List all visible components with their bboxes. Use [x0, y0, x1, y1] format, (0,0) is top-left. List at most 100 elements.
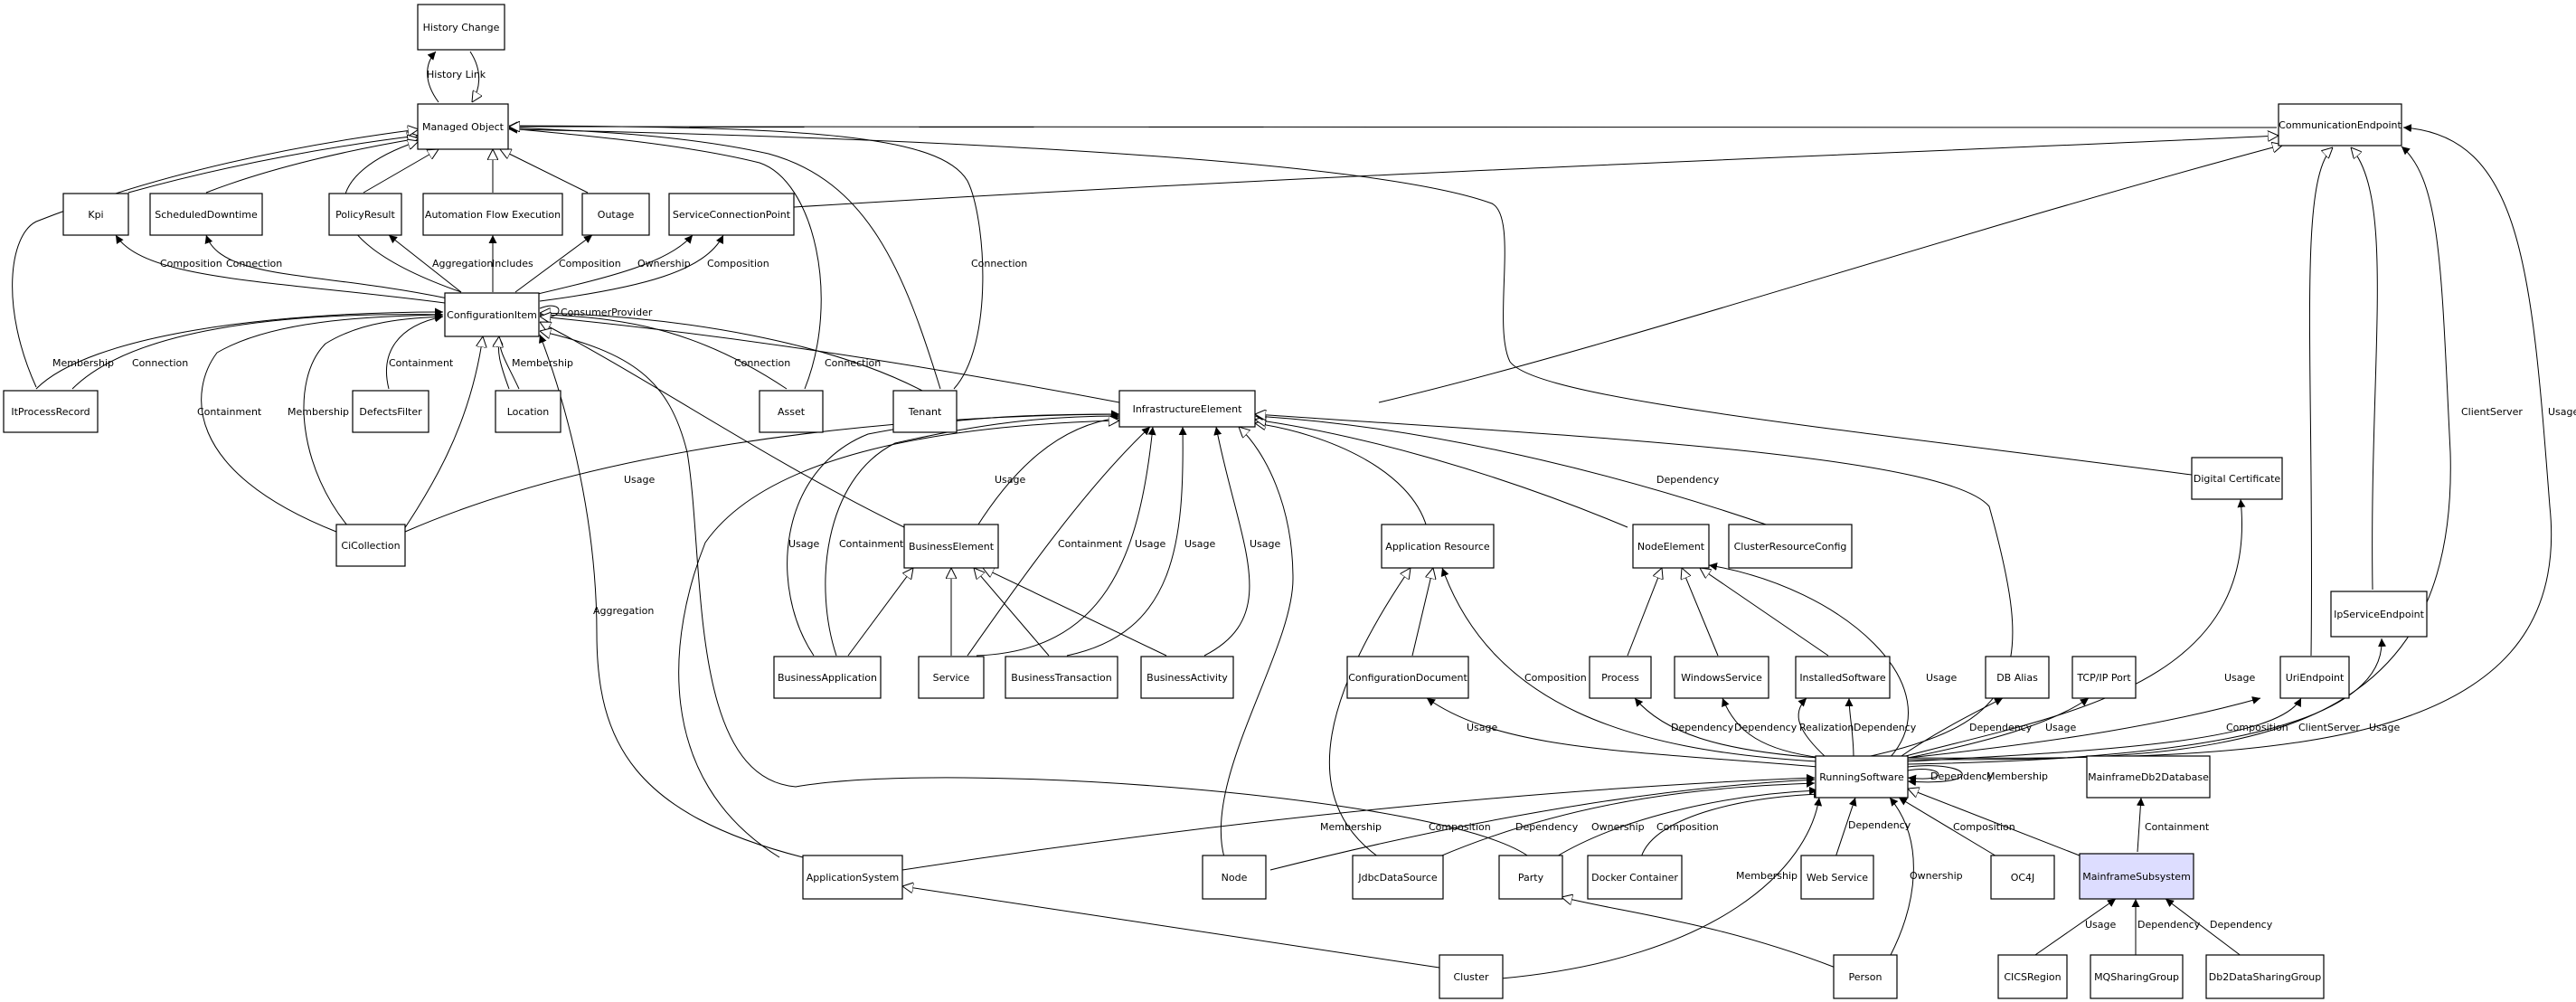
node-label-cics-region: CICSRegion: [2004, 971, 2061, 983]
node-label-docker-container: Docker Container: [1591, 872, 1678, 884]
node-asset[interactable]: Asset: [759, 390, 824, 433]
node-label-node-element: NodeElement: [1637, 541, 1705, 553]
node-ci-collection[interactable]: CiCollection: [335, 524, 406, 567]
edge-nodeelement-infra: [1255, 420, 1628, 528]
node-managed-object[interactable]: Managed Object: [417, 103, 509, 150]
edge-installedsw-nodeelement: [1700, 568, 1829, 657]
label-running-self-dependency: Dependency: [1930, 770, 1994, 782]
node-process[interactable]: Process: [1589, 656, 1652, 699]
node-label-windows-service: WindowsService: [1681, 672, 1762, 684]
edge-scheduled-downtime-managed-object: [205, 138, 419, 194]
edge-outage-managed-object: [500, 149, 589, 194]
node-application-system[interactable]: ApplicationSystem: [802, 855, 903, 900]
node-oc4j[interactable]: OC4J: [1990, 855, 2055, 900]
label-kpi-composition: Composition: [160, 258, 222, 269]
node-service[interactable]: Service: [918, 656, 985, 699]
node-label-installed-software: InstalledSoftware: [1799, 672, 1886, 684]
node-jdbc-data-source[interactable]: JdbcDataSource: [1352, 855, 1444, 900]
node-kpi[interactable]: Kpi: [62, 193, 129, 236]
edge-person-party: [1562, 897, 1836, 969]
node-outage[interactable]: Outage: [581, 193, 650, 236]
node-label-mq-sharing-group: MQSharingGroup: [2094, 971, 2179, 983]
node-tcpip-port[interactable]: TCP/IP Port: [2071, 656, 2137, 699]
edge-webservice-running-dependency: [1835, 797, 1857, 858]
node-service-connection-point[interactable]: ServiceConnectionPoint: [668, 193, 795, 236]
node-defects-filter[interactable]: DefectsFilter: [352, 390, 429, 433]
edge-jdbc-appresource: [1329, 568, 1411, 858]
label-comm-usage: Usage: [2548, 406, 2576, 418]
edge-tenant-ci-connection: [540, 313, 923, 392]
node-mainframe-subsystem[interactable]: MainframeSubsystem: [2079, 853, 2194, 900]
edge-infra-ci: [540, 317, 1120, 403]
edge-history-link: [427, 51, 439, 103]
label-bizelem-usage: Usage: [995, 474, 1026, 486]
node-business-transaction[interactable]: BusinessTransaction: [1005, 656, 1118, 699]
node-mainframe-db2-database[interactable]: MainframeDb2Database: [2086, 755, 2211, 799]
node-business-activity[interactable]: BusinessActivity: [1140, 656, 1234, 699]
label-nodeelement-usage: Usage: [1926, 672, 1958, 684]
node-cluster[interactable]: Cluster: [1439, 954, 1504, 999]
edge-ci-policy-result-aggregation: [388, 234, 462, 293]
node-label-application-resource: Application Resource: [1385, 541, 1490, 553]
edge-running-infra: [1255, 414, 2014, 759]
label-bizapp-usage: Usage: [788, 538, 820, 550]
node-configuration-document[interactable]: ConfigurationDocument: [1346, 656, 1469, 699]
node-configuration-item[interactable]: ConfigurationItem: [444, 292, 540, 337]
edge-infra-comm-endpoint: [1378, 145, 2283, 403]
edge-running-commendpoint-clientserver: [1907, 146, 2451, 761]
node-running-software[interactable]: RunningSoftware: [1815, 755, 1909, 799]
node-cluster-resource-config[interactable]: ClusterResourceConfig: [1728, 524, 1853, 569]
edge-tenant-managed-object: [508, 123, 941, 390]
node-tenant[interactable]: Tenant: [892, 390, 958, 433]
node-node-element[interactable]: NodeElement: [1632, 524, 1710, 569]
node-label-uri-endpoint: UriEndpoint: [2286, 672, 2345, 684]
edge-running-winservice-dependency: [1722, 697, 1823, 759]
node-cics-region[interactable]: CICSRegion: [1997, 954, 2068, 999]
label-person-ownership: Ownership: [1910, 870, 1963, 882]
node-web-service[interactable]: Web Service: [1800, 855, 1874, 900]
node-digital-certificate[interactable]: Digital Certificate: [2191, 457, 2283, 500]
node-scheduled-downtime[interactable]: ScheduledDowntime: [149, 193, 263, 236]
node-label-digital-certificate: Digital Certificate: [2194, 473, 2281, 485]
node-business-application[interactable]: BusinessApplication: [773, 656, 882, 699]
label-scheduled-connection: Connection: [226, 258, 282, 269]
node-application-resource[interactable]: Application Resource: [1381, 524, 1495, 569]
label-asset-connection: Connection: [971, 258, 1027, 269]
node-party[interactable]: Party: [1498, 855, 1563, 900]
label-jdbc-dependency: Dependency: [1515, 821, 1579, 833]
edge-bizapp-bizelem: [847, 568, 913, 657]
node-windows-service[interactable]: WindowsService: [1674, 656, 1769, 699]
node-db-alias[interactable]: DB Alias: [1985, 656, 2050, 699]
node-automation-flow-execution[interactable]: Automation Flow Execution: [422, 193, 563, 236]
node-label-process: Process: [1601, 672, 1639, 684]
node-db2-data-sharing-group[interactable]: Db2DataSharingGroup: [2205, 954, 2325, 999]
node-infrastructure-element[interactable]: InfrastructureElement: [1118, 390, 1256, 428]
node-mq-sharing-group[interactable]: MQSharingGroup: [2090, 954, 2184, 999]
edge-appsystem-ci-aggregation: [539, 334, 804, 858]
node-installed-software[interactable]: InstalledSoftware: [1795, 656, 1891, 699]
edge-oc4j-running-composition: [1898, 797, 1999, 858]
node-label-business-application: BusinessApplication: [778, 672, 877, 684]
node-it-process-record[interactable]: ItProcessRecord: [3, 390, 99, 433]
node-label-location: Location: [507, 406, 550, 418]
node-business-element[interactable]: BusinessElement: [903, 524, 999, 569]
label-webservice-dependency: Dependency: [1848, 819, 1911, 831]
node-communication-endpoint[interactable]: CommunicationEndpoint: [2278, 103, 2402, 147]
node-ip-service-endpoint[interactable]: IpServiceEndpoint: [2330, 591, 2428, 638]
label-biztrans-usage: Usage: [1184, 538, 1216, 550]
node-location[interactable]: Location: [495, 390, 561, 433]
node-history-change[interactable]: History Change: [417, 4, 505, 51]
edge-running-self-dependency: [1907, 769, 1939, 783]
label-tenant-ci-connection: Connection: [825, 357, 881, 369]
node-policy-result[interactable]: PolicyResult: [328, 193, 402, 236]
node-uri-endpoint[interactable]: UriEndpoint: [2279, 656, 2350, 699]
edge-clusterconfig-infra-dependency: [1254, 412, 1775, 528]
edge-asset-ci-connection: [540, 315, 788, 390]
edge-cicollection-ci-membership: [303, 312, 444, 533]
edge-labels: History Link Composition Connection Aggr…: [52, 69, 2576, 931]
label-scp-composition: Composition: [707, 258, 769, 269]
node-docker-container[interactable]: Docker Container: [1587, 855, 1683, 900]
edge-ipservice-commendpoint: [2351, 147, 2378, 591]
node-node[interactable]: Node: [1202, 855, 1267, 900]
node-person[interactable]: Person: [1833, 954, 1898, 999]
